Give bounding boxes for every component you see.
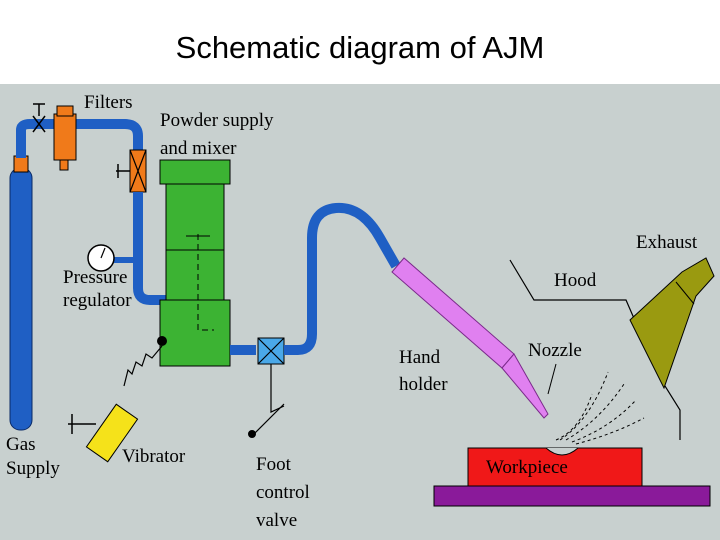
mixer-feed-tube <box>197 234 214 331</box>
gas-cylinder <box>9 167 33 431</box>
foot-pedal-link <box>270 364 285 413</box>
foot-label-line1: Foot <box>256 454 292 475</box>
filters-label: Filters <box>84 92 133 113</box>
exhaust-joint <box>675 281 695 305</box>
powder-supply-label-line2: and mixer <box>160 138 237 159</box>
foot-valve-cross <box>257 337 285 365</box>
vibrator-label: Vibrator <box>122 446 186 467</box>
pressure-label-line2: regulator <box>63 290 132 311</box>
nozzle <box>501 353 549 419</box>
abrasive-jet-spray <box>555 371 645 445</box>
hand-holder-label-line2: holder <box>399 374 448 395</box>
shutoff-valve-symbol <box>32 103 46 133</box>
foot-label-line2: control <box>256 482 310 503</box>
powder-valve-cross <box>129 149 147 193</box>
gauge-needle <box>100 247 106 259</box>
exhaust-label: Exhaust <box>636 232 698 253</box>
workpiece-crater <box>545 447 579 456</box>
nozzle-label: Nozzle <box>528 340 582 361</box>
nozzle-leader <box>547 363 557 395</box>
supply-pipe <box>16 119 143 158</box>
filter-canister <box>53 113 77 161</box>
powder-valve-stem <box>116 164 130 178</box>
vibrator-spring <box>123 345 163 387</box>
foot-pedal-pivot <box>248 430 256 438</box>
hood-label: Hood <box>554 270 597 291</box>
regulator-pipe <box>133 192 168 305</box>
filter-drain <box>59 159 69 171</box>
mixer-top-cap <box>159 159 231 185</box>
diagram-title: Schematic diagram of AJM <box>175 30 545 65</box>
gas-label-line2: Supply <box>6 458 60 479</box>
vibrator-body <box>85 403 139 463</box>
foot-label-line3: valve <box>256 510 297 531</box>
gas-cylinder-neck <box>13 155 29 173</box>
mixer-body <box>165 183 225 301</box>
vibrator-contact <box>157 336 167 346</box>
flexible-hose <box>284 202 401 355</box>
foot-pedal-bar <box>253 403 285 435</box>
vibrator-mount <box>68 414 96 434</box>
mixer-base <box>159 299 231 367</box>
gas-label-line1: Gas <box>6 434 36 455</box>
exhaust-duct <box>629 257 715 390</box>
hand-holder-label-line1: Hand <box>399 347 441 368</box>
workpiece-label: Workpiece <box>486 457 568 478</box>
filter-cap <box>56 105 74 117</box>
pressure-label-line1: Pressure <box>63 267 127 288</box>
powder-supply-label-line1: Powder supply <box>160 110 274 131</box>
base-plate <box>433 485 711 507</box>
